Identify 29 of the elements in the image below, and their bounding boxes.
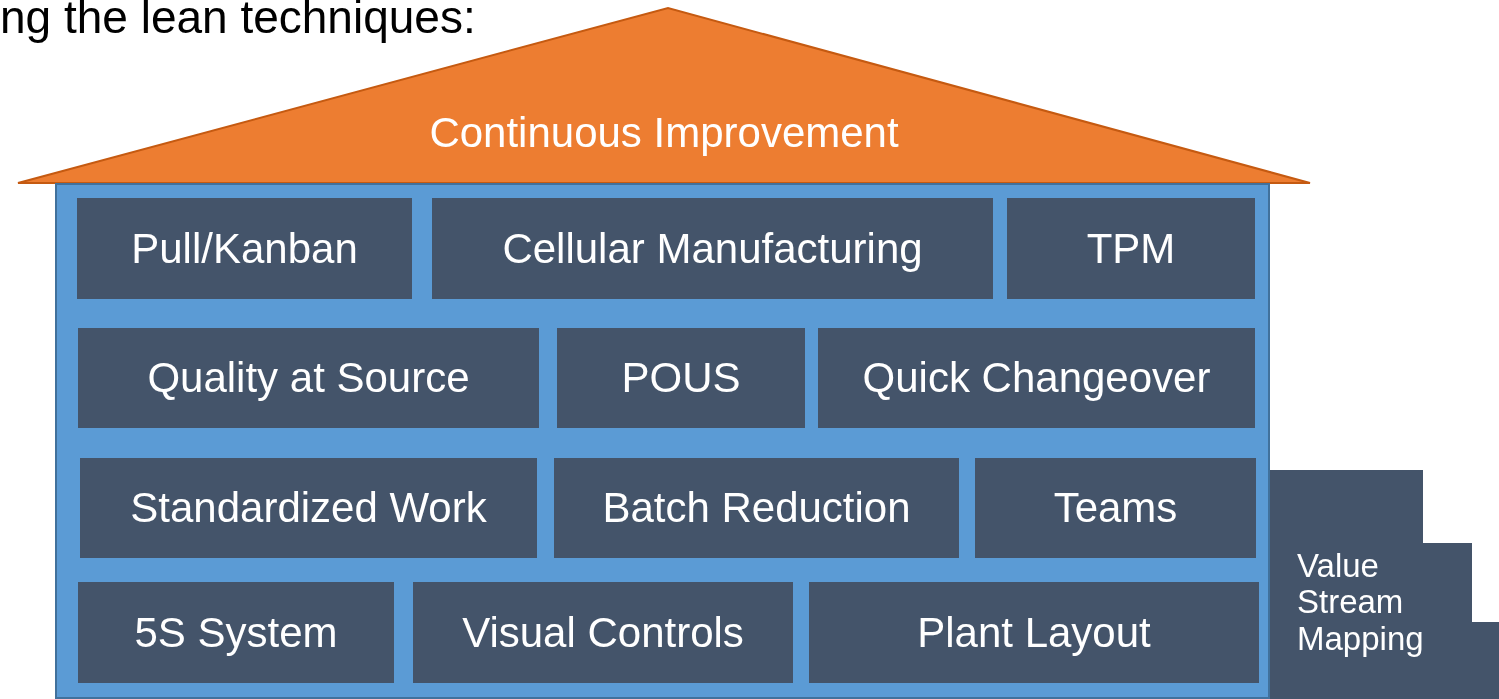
box-label: Cellular Manufacturing <box>501 225 924 272</box>
box-label: Plant Layout <box>916 609 1152 656</box>
technique-box <box>554 458 959 558</box>
box-label: TPM <box>1085 225 1177 272</box>
technique-box <box>80 458 537 558</box>
technique-box <box>809 582 1259 683</box>
technique-box <box>557 328 805 428</box>
technique-box <box>1007 198 1255 299</box>
technique-box <box>975 458 1256 558</box>
box-label: Batch Reduction <box>601 484 912 532</box>
box-label: Standardized Work <box>129 484 488 532</box>
technique-box <box>432 198 993 299</box>
box-label: Continuous Improvement <box>428 109 900 157</box>
box-label: 5S System <box>133 609 339 656</box>
technique-box <box>413 582 793 683</box>
box-label: POUS <box>620 354 742 402</box>
box-label: Value Stream Mapping <box>1297 547 1425 657</box>
box-label: Teams <box>1052 484 1179 532</box>
technique-box <box>77 198 412 299</box>
technique-box <box>818 328 1255 428</box>
heading-text: ng the lean techniques: <box>0 0 476 44</box>
technique-box <box>78 582 394 683</box>
box-label: Pull/Kanban <box>130 225 359 272</box>
box-label: Quality at Source <box>146 354 471 402</box>
box-label: Quick Changeover <box>861 354 1212 402</box>
box-label: Visual Controls <box>461 609 745 656</box>
house-body <box>55 183 1270 699</box>
technique-box <box>78 328 539 428</box>
stepped-block <box>1270 470 1499 699</box>
